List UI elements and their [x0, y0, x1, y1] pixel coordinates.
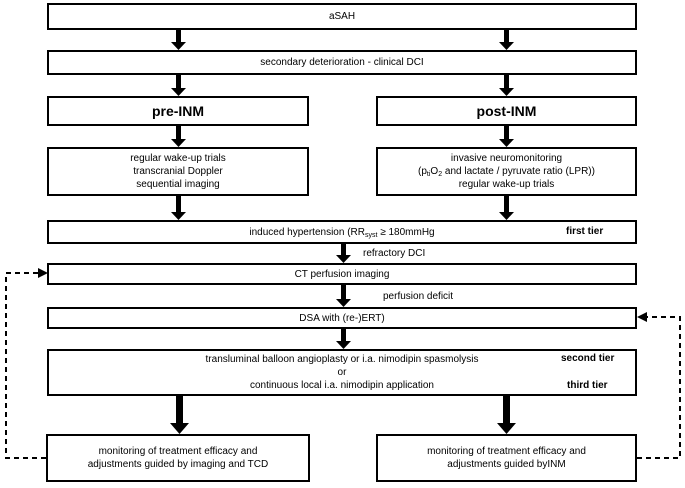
ct-perfusion-box: CT perfusion imaging [47, 263, 637, 285]
post-inm-box: post-INM [376, 96, 637, 126]
arrow-asah-right [499, 30, 514, 50]
second-tier-label: second tier [561, 353, 615, 364]
asah-box: aSAH [47, 3, 637, 30]
arrow-dsa-treatment [336, 329, 351, 349]
monitoring-right-line: monitoring of treatment efficacy and [427, 446, 586, 457]
pre-monitoring-box: regular wake-up trials transcranial Dopp… [47, 147, 309, 196]
feedback-left-line [5, 272, 46, 459]
arrow-treatment-right [497, 396, 516, 434]
treatment-line: continuous local i.a. nimodipin applicat… [249, 380, 434, 391]
dsa-box: DSA with (re-)ERT) [47, 307, 637, 329]
third-tier-label: third tier [567, 380, 608, 391]
monitoring-right-box: monitoring of treatment efficacy and adj… [376, 434, 637, 482]
treatment-line: or [337, 367, 347, 378]
post-inm-label: post-INM [476, 102, 537, 119]
monitoring-left-box: monitoring of treatment efficacy and adj… [46, 434, 310, 482]
pre-monitoring-line: regular wake-up trials [130, 153, 226, 164]
post-monitoring-line: (ptiO2 and lactate / pyruvate ratio (LPR… [418, 166, 595, 178]
arrow-premon-hypertension [171, 196, 186, 220]
monitoring-left-line: monitoring of treatment efficacy and [98, 446, 258, 457]
pre-monitoring-line: transcranial Doppler [133, 166, 223, 177]
asah-label: aSAH [328, 11, 356, 22]
arrow-deterioration-post [499, 75, 514, 96]
arrow-asah-left [171, 30, 186, 50]
feedback-right-arrowhead [637, 312, 647, 322]
post-monitoring-box: invasive neuromonitoring (ptiO2 and lact… [376, 147, 637, 196]
refractory-dci-label: refractory DCI [363, 248, 426, 259]
arrow-treatment-left [170, 396, 189, 434]
monitoring-right-line: adjustments guided byINM [447, 459, 566, 470]
arrow-postmon-hypertension [499, 196, 514, 220]
post-monitoring-line: invasive neuromonitoring [450, 153, 563, 164]
treatment-line: transluminal balloon angioplasty or i.a.… [205, 354, 479, 365]
feedback-left-arrowhead [38, 268, 48, 278]
deterioration-label: secondary deterioration - clinical DCI [260, 57, 424, 68]
arrow-post-monitoring [499, 126, 514, 147]
pre-monitoring-line: sequential imaging [136, 179, 220, 190]
monitoring-left-line: adjustments guided by imaging and TCD [87, 459, 269, 470]
hypertension-box: induced hypertension (RRsyst ≥ 180mmHg [47, 220, 637, 244]
pre-inm-label: pre-INM [151, 102, 205, 119]
pre-inm-box: pre-INM [47, 96, 309, 126]
dsa-label: DSA with (re-)ERT) [299, 312, 385, 324]
hypertension-label: induced hypertension (RRsyst ≥ 180mmHg [249, 226, 435, 239]
arrow-hypertension-ct [336, 244, 351, 263]
deterioration-box: secondary deterioration - clinical DCI [47, 50, 637, 75]
treatment-box: transluminal balloon angioplasty or i.a.… [47, 349, 637, 396]
arrow-deterioration-pre [171, 75, 186, 96]
ct-perfusion-label: CT perfusion imaging [294, 268, 390, 280]
arrow-ct-dsa [336, 285, 351, 307]
first-tier-label: first tier [566, 226, 604, 237]
arrow-pre-monitoring [171, 126, 186, 147]
post-monitoring-line: regular wake-up trials [458, 179, 555, 190]
perfusion-deficit-label: perfusion deficit [383, 291, 454, 302]
feedback-right-line [637, 316, 681, 459]
